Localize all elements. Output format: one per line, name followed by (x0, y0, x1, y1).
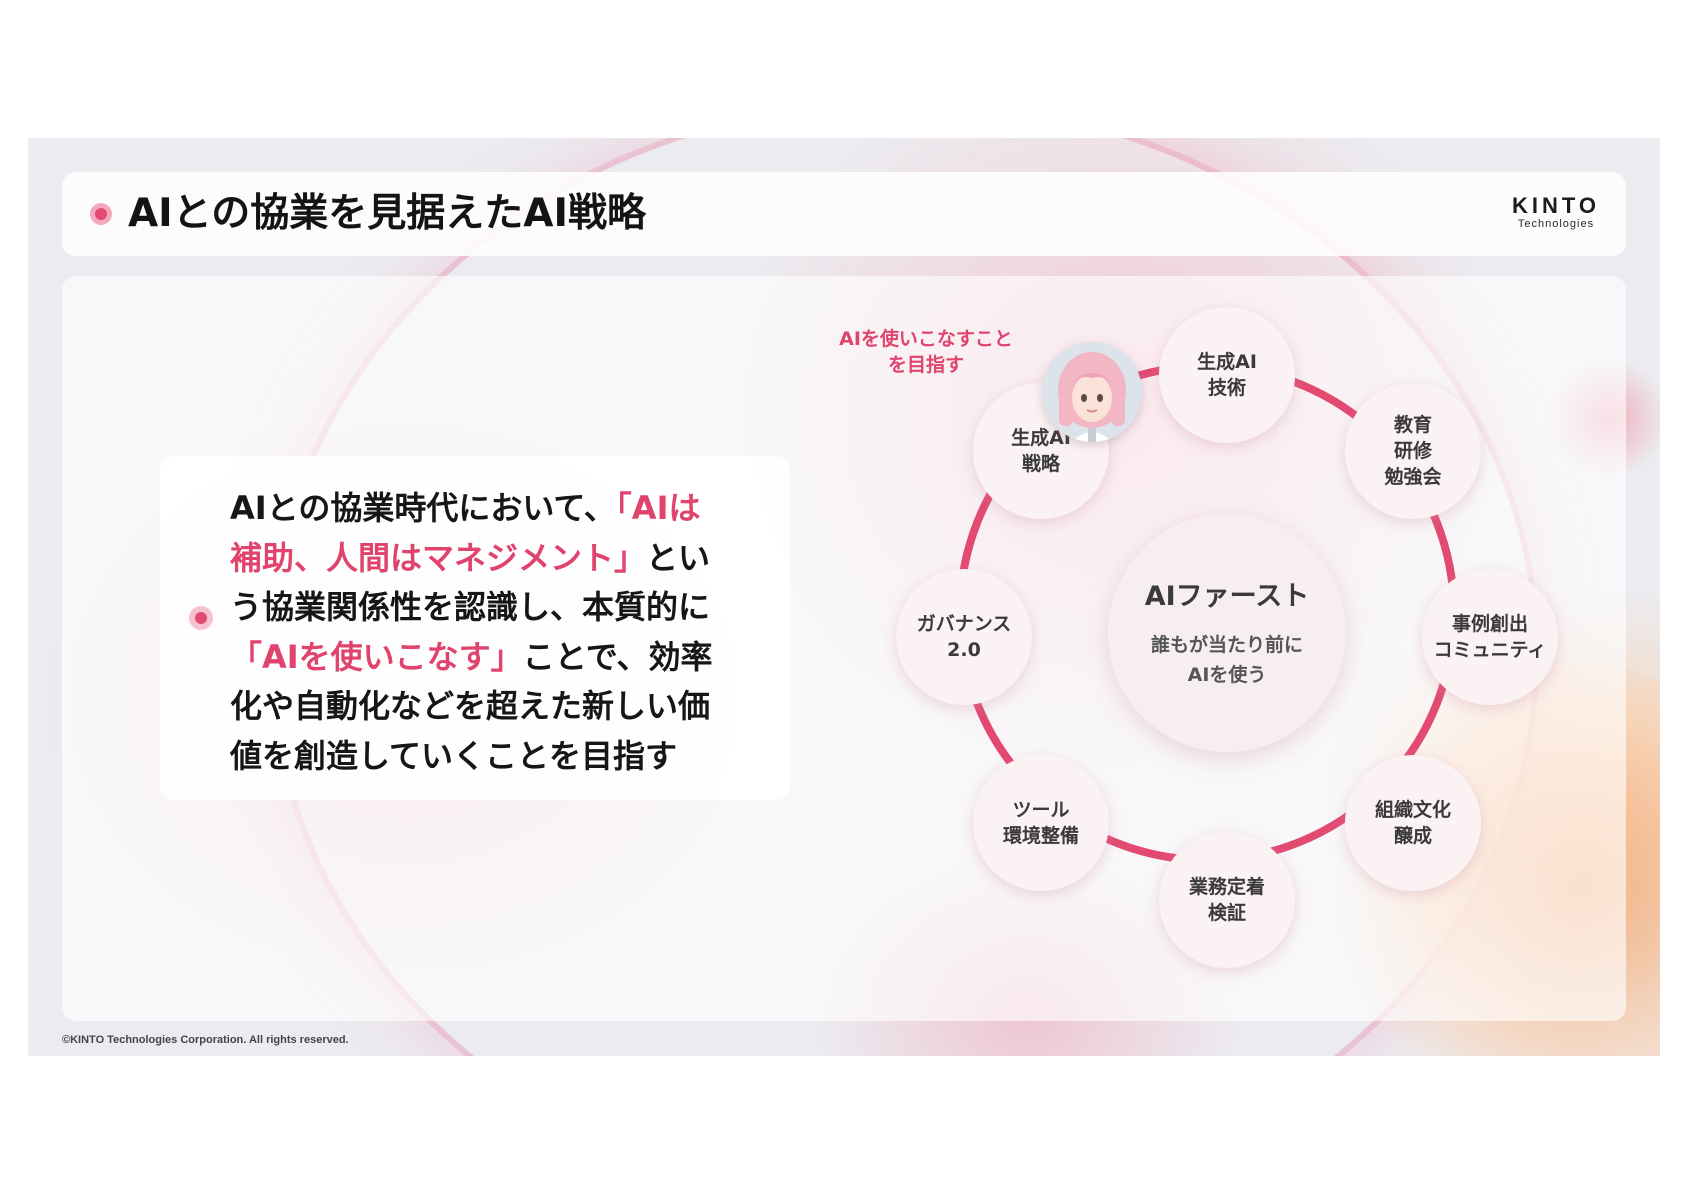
message-line-4: 「AIを使いこなす」ことで、効率 (230, 633, 750, 683)
node-generative-ai-tech: 生成AI 技術 (1159, 307, 1295, 443)
slide: AIとの協業を見据えたAI戦略 KINTO Technologies AIとの協… (28, 138, 1660, 1056)
message-line-2-text: とい (646, 538, 711, 577)
node-org-culture: 組織文化 醸成 (1345, 755, 1481, 891)
logo-sub-text: Technologies (1517, 218, 1595, 230)
ai-character-avatar-icon (1042, 342, 1142, 442)
node-education-training: 教育 研修 勉強会 (1345, 383, 1481, 519)
node-business-adoption: 業務定着 検証 (1159, 832, 1295, 968)
message-line-5: 化や自動化などを超えた新しい価 (230, 687, 711, 725)
node-tool-environment: ツール 環境整備 (973, 755, 1109, 891)
message-text: AIとの協業時代において、「AIは 補助、人間はマネジメント」とい う協業関係性… (230, 484, 750, 781)
message-highlight-3: 「AIを使いこなす」 (230, 637, 523, 676)
message-line-6: 値を創造していくことを目指す (230, 736, 678, 775)
message-highlight-2: 補助、人間はマネジメント」 (230, 538, 647, 577)
message-card: AIとの協業時代において、「AIは 補助、人間はマネジメント」とい う協業関係性… (160, 456, 790, 800)
ai-note-callout: AIを使いこなすこと を目指す (839, 328, 1013, 376)
message-line-4-text: ことで、効率 (522, 637, 713, 676)
message-bullet-icon (189, 606, 213, 630)
kinto-logo: KINTO Technologies (1512, 194, 1600, 231)
node-case-community: 事例創出 コミュニティ (1422, 569, 1558, 705)
message-highlight-1: 「AIは (615, 489, 701, 527)
center-node-title: AIファースト (1144, 581, 1310, 612)
message-line-1: AIとの協業時代において、「AIは (230, 484, 750, 534)
message-line-3: う協業関係性を認識し、本質的に (230, 588, 711, 626)
logo-main-text: KINTO (1512, 193, 1601, 218)
header-bar: AIとの協業を見据えたAI戦略 KINTO Technologies (62, 172, 1626, 256)
center-node-ai-first: AIファースト 誰もが当たり前に AIを使う (1108, 514, 1346, 752)
title-bullet-icon (90, 203, 112, 225)
message-line-2: 補助、人間はマネジメント」とい (230, 534, 750, 584)
copyright: ©KINTO Technologies Corporation. All rig… (62, 1034, 349, 1046)
page-title: AIとの協業を見据えたAI戦略 (128, 191, 646, 236)
message-line-1-text: AIとの協業時代において、 (230, 489, 616, 527)
center-node-subtitle: 誰もが当たり前に AIを使う (1150, 634, 1303, 686)
node-governance: ガバナンス 2.0 (896, 569, 1032, 705)
